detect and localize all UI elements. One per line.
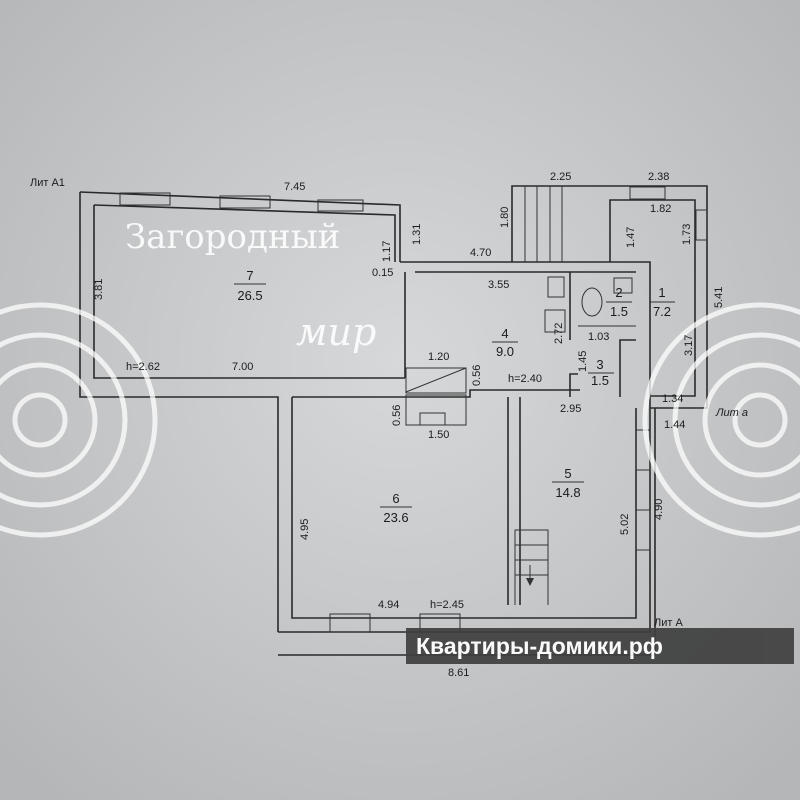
- room-area: 23.6: [383, 510, 408, 525]
- room-area: 7.2: [653, 304, 671, 319]
- washbasin-icon: [613, 277, 633, 294]
- dimension: 8.61: [448, 667, 469, 679]
- lit-a-label: Лит А: [654, 617, 683, 629]
- dimension: 1.82: [650, 203, 671, 215]
- lit-a-small-label: Лит а: [715, 407, 748, 419]
- ornament-left-icon: [0, 302, 158, 538]
- dimension: 1.17: [381, 241, 393, 262]
- dimension: 2.95: [560, 403, 581, 415]
- dimension: 1.73: [681, 224, 693, 245]
- dimension: 0.56: [471, 365, 483, 386]
- dimension: 4.95: [299, 519, 311, 540]
- toilet-icon: [581, 287, 603, 317]
- dimension: 1.47: [625, 227, 637, 248]
- dimension: 4.94: [378, 599, 399, 611]
- height-label: h=2.62: [126, 361, 160, 373]
- room-number: 7: [246, 268, 253, 283]
- dimension: 4.90: [653, 499, 665, 520]
- dimension: 5.41: [713, 287, 725, 308]
- dimension: 2.25: [550, 171, 571, 183]
- height-label: h=2.40: [508, 373, 542, 385]
- dimension: 7.45: [284, 181, 305, 193]
- room-area: 26.5: [237, 288, 262, 303]
- lit-a1-label: Лит А1: [30, 177, 65, 189]
- dimension: 2.38: [648, 171, 669, 183]
- dimension: 3.55: [488, 279, 509, 291]
- stove-icon: [544, 309, 566, 333]
- dimension: 1.50: [428, 429, 449, 441]
- room-area: 9.0: [496, 344, 514, 359]
- watermark-logo: Загородный мир: [0, 217, 800, 538]
- room-number: 6: [392, 491, 399, 506]
- room-number: 2: [615, 285, 622, 300]
- dimension: 4.70: [470, 247, 491, 259]
- ornament-right-icon: [642, 302, 800, 538]
- staircase-icon: [514, 529, 549, 605]
- dimension: 1.80: [499, 207, 511, 228]
- dimension: 0.15: [372, 267, 393, 279]
- dimension: 1.44: [664, 419, 685, 431]
- room-number: 4: [501, 326, 508, 341]
- site-banner: Квартиры-домики.рф: [406, 628, 794, 664]
- watermark-line1: Загородный: [125, 217, 340, 257]
- dimension: 1.03: [588, 331, 609, 343]
- room-area: 1.5: [610, 304, 628, 319]
- dimension: 7.00: [232, 361, 253, 373]
- room-area: 1.5: [591, 373, 609, 388]
- room-area: 14.8: [555, 485, 580, 500]
- dimension: 2.72: [553, 323, 565, 344]
- dimension: 1.34: [662, 393, 683, 405]
- watermark-line2: мир: [296, 310, 376, 354]
- dimension: 5.02: [619, 514, 631, 535]
- room-number: 1: [658, 285, 665, 300]
- dimension-labels: Лит А1 Лит А Лит а h=2.62 h=2.40 h=2.45 …: [30, 171, 748, 679]
- dimension: 3.81: [93, 279, 105, 300]
- height-label: h=2.45: [430, 599, 464, 611]
- sink-icon: [547, 276, 565, 298]
- dimension: 0.56: [391, 405, 403, 426]
- room-number: 5: [564, 466, 571, 481]
- room-7-walls: [79, 191, 405, 632]
- dimension: 1.20: [428, 351, 449, 363]
- dimension: 3.17: [683, 335, 695, 356]
- dimension: 1.31: [411, 224, 423, 245]
- dimension: 1.45: [577, 351, 589, 372]
- room-number: 3: [596, 357, 603, 372]
- room-labels: 1 7.2 2 1.5 3 1.5 4 9.0 5 14.8 6 23.6 7 …: [234, 268, 675, 525]
